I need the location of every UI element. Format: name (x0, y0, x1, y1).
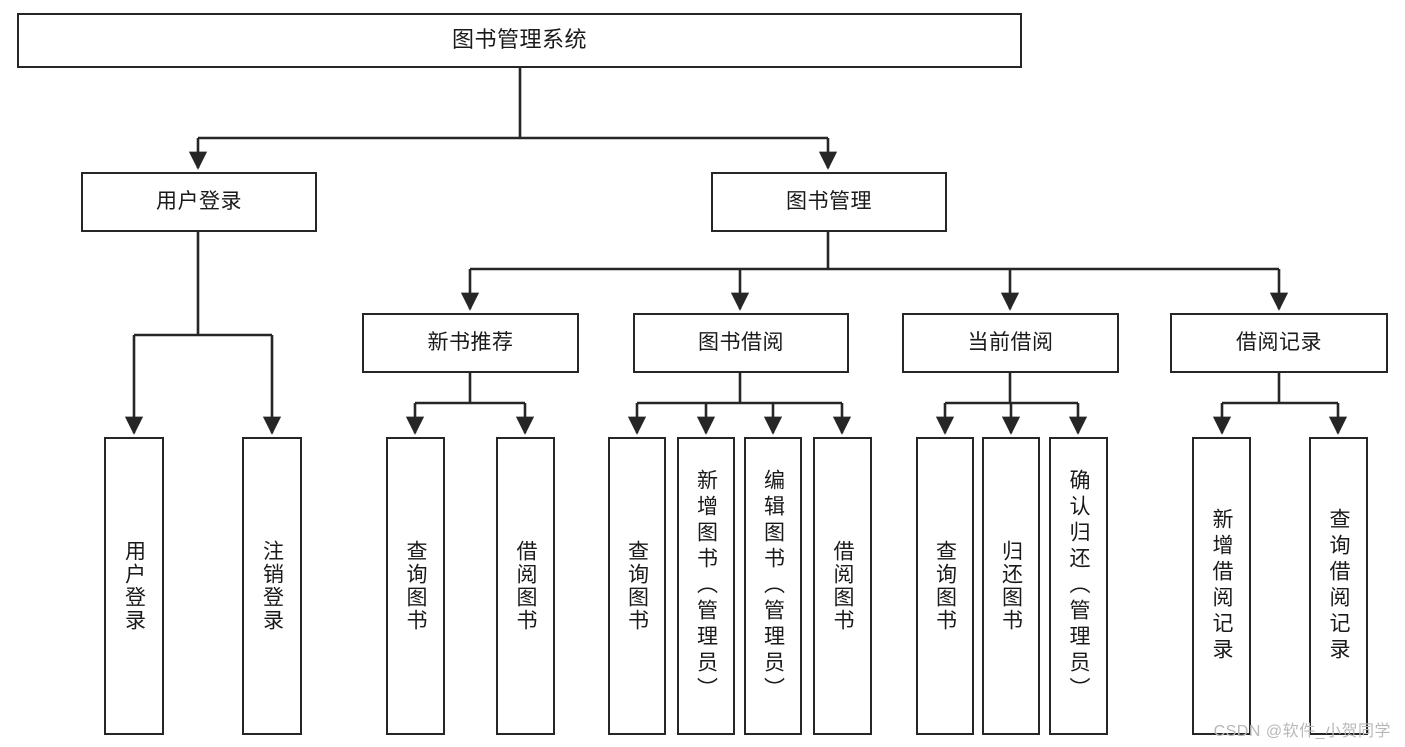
node-label: 借阅记录 (1236, 331, 1322, 355)
node-leaf-query-book-borrow[interactable]: 查询图书 (608, 437, 666, 735)
csdn-watermark: CSDN @软件_小贺同学 (1213, 723, 1391, 740)
node-label: 查询图书 (933, 540, 957, 632)
node-label: 图书借阅 (698, 331, 784, 355)
node-label: 用户登录 (156, 190, 242, 214)
node-label: 确认归还（管理员） (1067, 469, 1090, 703)
node-label: 注销登录 (260, 540, 284, 632)
node-leaf-user-login[interactable]: 用户登录 (104, 437, 164, 735)
node-new-book-recommend[interactable]: 新书推荐 (362, 313, 579, 373)
node-user-login[interactable]: 用户登录 (81, 172, 317, 232)
node-borrow-records[interactable]: 借阅记录 (1170, 313, 1388, 373)
node-label: 编辑图书（管理员） (761, 469, 785, 703)
node-label: 借阅图书 (831, 540, 854, 632)
node-leaf-edit-book-admin[interactable]: 编辑图书（管理员） (744, 437, 802, 735)
node-current-borrow[interactable]: 当前借阅 (902, 313, 1119, 373)
node-label: 查询图书 (404, 540, 427, 632)
node-label: 图书管理 (786, 190, 872, 214)
node-label: 查询图书 (625, 540, 649, 632)
node-label: 图书管理系统 (451, 27, 587, 53)
node-label: 归还图书 (999, 540, 1023, 632)
node-leaf-confirm-return-admin[interactable]: 确认归还（管理员） (1049, 437, 1108, 735)
node-leaf-add-book-admin[interactable]: 新增图书（管理员） (677, 437, 735, 735)
node-leaf-borrow-book-recommend[interactable]: 借阅图书 (496, 437, 555, 735)
node-book-management[interactable]: 图书管理 (711, 172, 947, 232)
node-leaf-return-book[interactable]: 归还图书 (982, 437, 1040, 735)
node-label: 新增图书（管理员） (694, 469, 718, 703)
node-label: 借阅图书 (514, 540, 537, 632)
node-leaf-query-borrow-record[interactable]: 查询借阅记录 (1309, 437, 1368, 735)
node-book-borrow[interactable]: 图书借阅 (633, 313, 849, 373)
node-leaf-logout[interactable]: 注销登录 (242, 437, 302, 735)
node-label: 查询借阅记录 (1327, 508, 1350, 664)
node-root-system[interactable]: 图书管理系统 (17, 13, 1022, 68)
node-label: 当前借阅 (967, 331, 1054, 355)
node-leaf-borrow-book[interactable]: 借阅图书 (813, 437, 872, 735)
node-label: 新书推荐 (427, 331, 514, 355)
node-leaf-add-borrow-record[interactable]: 新增借阅记录 (1192, 437, 1251, 735)
node-label: 新增借阅记录 (1210, 508, 1233, 664)
node-leaf-query-book-recommend[interactable]: 查询图书 (386, 437, 445, 735)
node-label: 用户登录 (122, 540, 146, 632)
node-leaf-query-book-current[interactable]: 查询图书 (916, 437, 974, 735)
